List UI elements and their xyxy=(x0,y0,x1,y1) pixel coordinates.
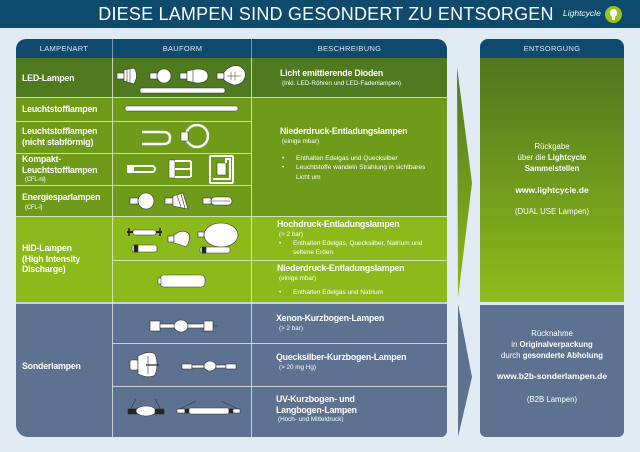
disposal-slate-panel xyxy=(480,305,624,437)
row-label-led: LED-Lampen xyxy=(22,73,75,83)
column-header-lampenart: LAMPENART xyxy=(39,44,89,53)
disposal-green-panel xyxy=(480,58,624,302)
row-label-compact-fluorescent: Kompakt-Leuchtstofflampen(CFL-ni) xyxy=(22,154,98,183)
u-tube-and-ring-icons xyxy=(142,123,210,149)
header-divider xyxy=(112,39,113,58)
hid-low-pressure-icon xyxy=(157,274,206,288)
description-uv: UV-Kurzbogen- und Langbogen-Lampen (Hoch… xyxy=(276,394,357,423)
column-divider xyxy=(251,58,252,437)
row-divider xyxy=(16,121,252,122)
arrow-right-green-icon xyxy=(457,67,472,298)
page-title: DIESE LAMPEN SIND GESONDERT ZU ENTSORGEN xyxy=(98,4,554,24)
header-divider xyxy=(251,39,252,58)
row-label-special: Sonderlampen xyxy=(22,361,81,371)
row-special-background xyxy=(16,302,447,437)
lightbulb-pin-icon xyxy=(605,6,622,23)
row-label-fluorescent: Leuchtstofflampen xyxy=(22,104,98,114)
description-hid-high-pressure: Hochdruck-Entladungslampen (> 2 bar) Ent… xyxy=(277,219,437,258)
mercury-short-arc-icons xyxy=(129,352,237,378)
top-banner xyxy=(0,0,640,28)
description-mercury: Quecksilber-Kurzbogen-Lampen (> 20 mg Hg… xyxy=(276,352,407,371)
row-divider xyxy=(16,97,447,98)
compact-fluorescent-icons xyxy=(127,155,234,184)
row-label-fluorescent-nonlinear: Leuchtstofflampen(nicht stabförmig) xyxy=(22,126,98,147)
description-fluorescent: Niederdruck-Entladungslampen (einige mba… xyxy=(280,126,440,182)
row-divider xyxy=(16,216,447,217)
description-xenon: Xenon-Kurzbogen-Lampen (> 2 bar) xyxy=(276,313,385,332)
led-lamp-icons xyxy=(116,65,246,94)
column-header-entsorgung: ENTSORGUNG xyxy=(523,44,581,53)
table-header xyxy=(16,39,447,58)
b2b-sonderlampen-url[interactable]: www.b2b-sonderlampen.de xyxy=(496,371,608,381)
row-label-energy-saving: Energiesparlampen(CFL-i) xyxy=(22,192,101,211)
lightcycle-url[interactable]: www.lightcycle.de xyxy=(515,185,589,195)
disposal-green-text: Rückgabe über die Lightcycle Sammelstell… xyxy=(480,141,624,217)
row-divider xyxy=(113,260,447,261)
fluorescent-tube-icon xyxy=(124,105,239,112)
row-divider xyxy=(16,302,447,304)
column-header-beschreibung: BESCHREIBUNG xyxy=(317,44,382,53)
uv-arc-lamp-icons xyxy=(127,398,241,417)
description-hid-low-pressure: Niederdruck-Entladungslampen (einige mba… xyxy=(277,263,437,297)
hid-high-pressure-icons xyxy=(127,222,239,254)
lightcycle-logo-text: Lightcycle xyxy=(563,8,601,18)
row-divider xyxy=(113,386,447,387)
column-header-bauform: BAUFORM xyxy=(162,44,203,53)
row-divider xyxy=(16,153,252,154)
arrow-right-slate-icon xyxy=(458,304,472,437)
disposal-slate-text: Rücknahme in Originalverpackung durch ge… xyxy=(480,328,624,405)
energy-saving-icons xyxy=(129,192,233,210)
row-divider xyxy=(113,343,447,344)
disposal-header xyxy=(480,39,624,58)
column-divider xyxy=(112,58,113,437)
row-divider xyxy=(16,185,252,186)
description-led: Licht emittierende Dioden (inkl. LED-Röh… xyxy=(280,68,401,87)
xenon-short-arc-icon xyxy=(149,319,217,333)
